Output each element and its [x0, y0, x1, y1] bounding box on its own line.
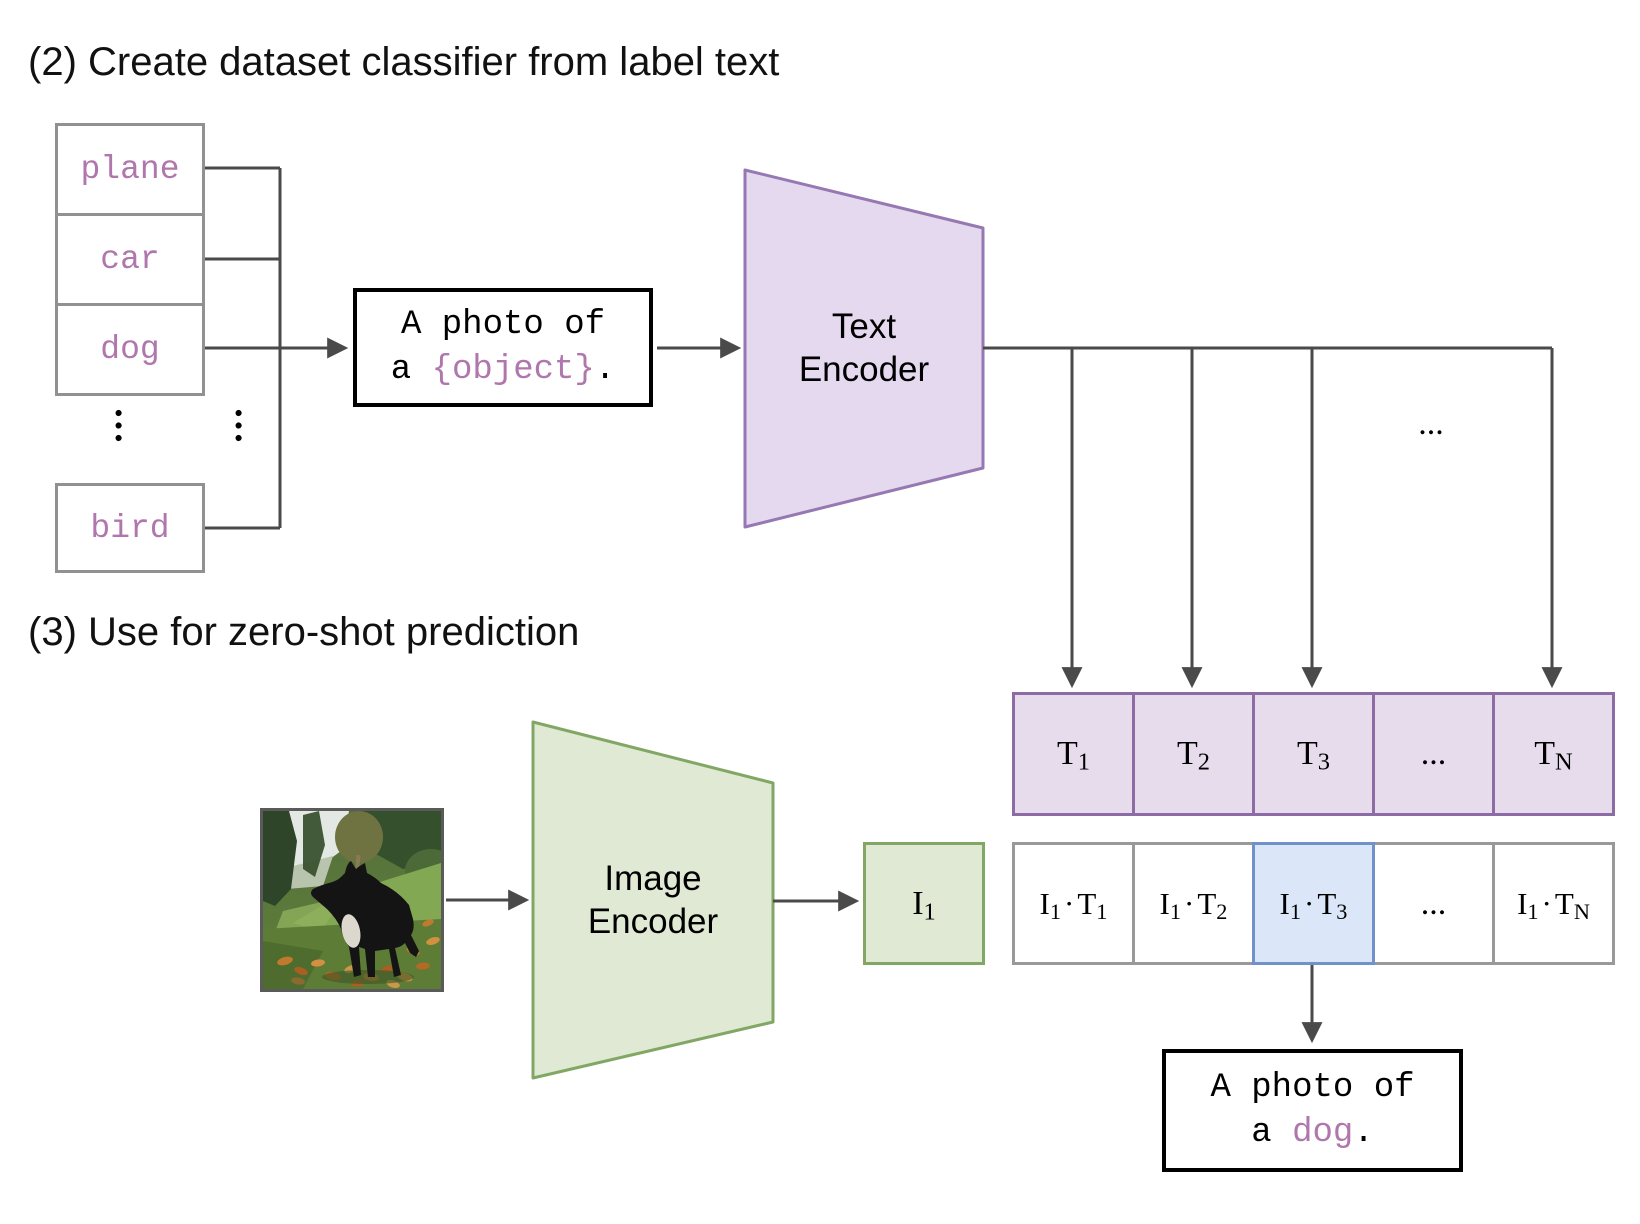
dog-photo — [260, 808, 457, 992]
predicted-caption-box: A photo of a dog. — [1162, 1049, 1463, 1172]
similarity-i1tn-cell: I1·TN — [1492, 842, 1615, 965]
text-encoder-trapezoid — [743, 168, 985, 529]
image-encoder-label: Image Encoder — [587, 859, 719, 941]
i1-embedding-cell: I1 — [863, 842, 985, 965]
label-car: car — [100, 241, 160, 278]
similarity-i1t1-cell: I1·T1 — [1012, 842, 1135, 965]
similarity-i1t2-cell: I1·T2 — [1132, 842, 1255, 965]
image-encoder-trapezoid — [531, 720, 775, 1080]
label-box-plane: plane — [55, 123, 205, 216]
label-plane: plane — [80, 151, 180, 188]
similarity-i1t3-cell-highlighted: I1·T3 — [1252, 842, 1375, 965]
caption-line-2: a dog. — [1251, 1113, 1374, 1152]
label-bird: bird — [90, 509, 170, 547]
t3-cell: T3 — [1252, 692, 1375, 816]
section-2-title: (2) Create dataset classifier from label… — [28, 40, 780, 84]
text-encoder-label: Text Encoder — [798, 307, 930, 389]
t1-cell: T1 — [1012, 692, 1135, 816]
t2-cell: T2 — [1132, 692, 1255, 816]
t-ellipsis-cell: ... — [1372, 692, 1495, 816]
labels-vertical-ellipsis: ... — [107, 408, 149, 446]
caption-line-1: A photo of — [1210, 1068, 1415, 1107]
label-dog: dog — [100, 331, 160, 368]
caption-predicted-class: dog — [1292, 1113, 1354, 1152]
label-box-car: car — [55, 213, 205, 306]
prompt-object-placeholder: {object} — [431, 350, 595, 389]
dog-photo-illustration — [263, 811, 457, 989]
section-3-title: (3) Use for zero-shot prediction — [28, 610, 580, 654]
output-lines-ellipsis: ... — [1418, 405, 1444, 442]
label-box-bird: bird — [55, 483, 205, 573]
prompt-template-box: A photo of a {object}. — [353, 288, 653, 407]
prompt-line-2: a {object}. — [390, 350, 616, 389]
label-box-dog: dog — [55, 303, 205, 396]
bus-vertical-ellipsis: ... — [227, 408, 269, 446]
dog-silhouette — [311, 861, 419, 977]
similarity-ellipsis-cell: ... — [1372, 842, 1495, 965]
prompt-line-1: A photo of — [400, 305, 606, 344]
tn-cell: TN — [1492, 692, 1615, 816]
